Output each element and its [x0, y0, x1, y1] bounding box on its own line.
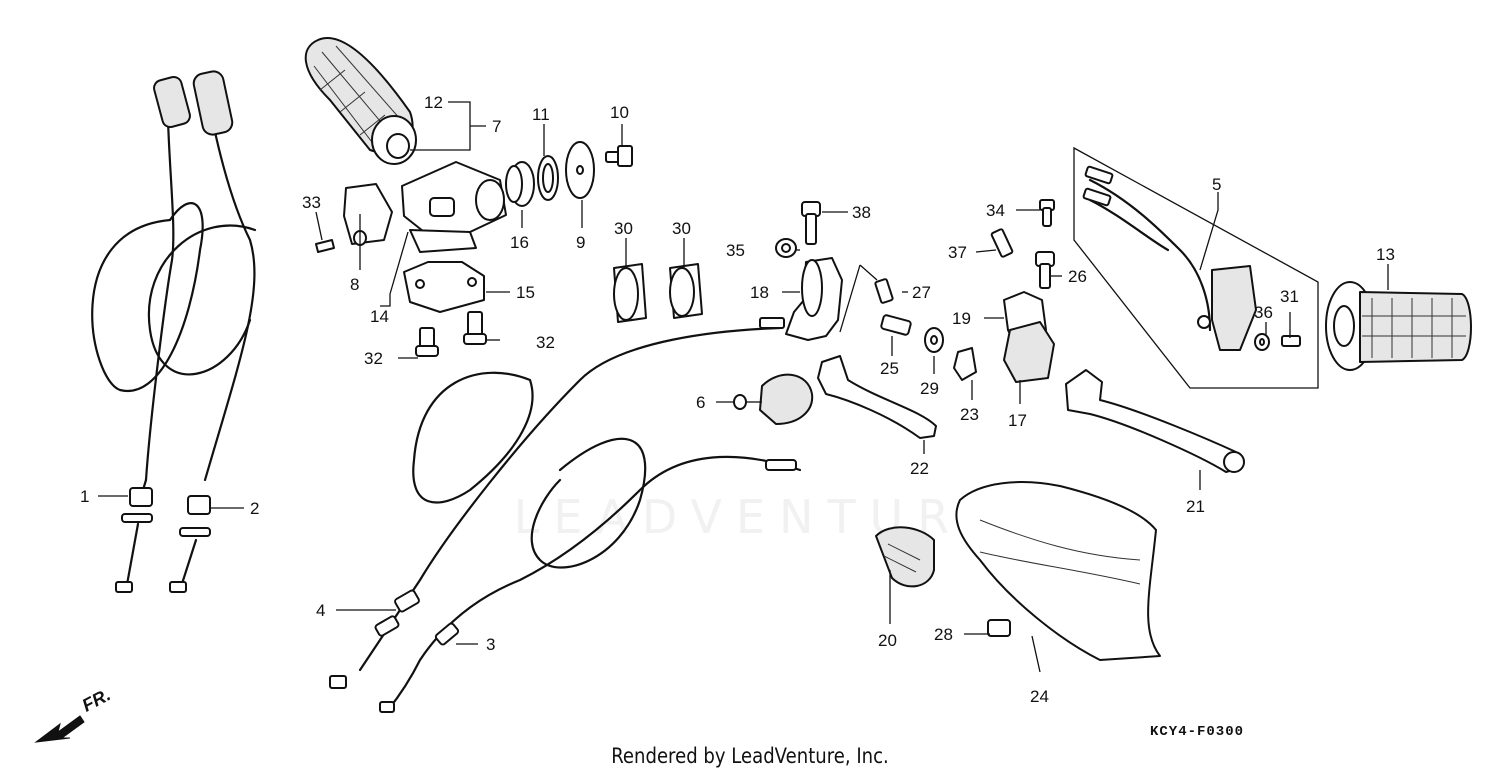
grip-13[interactable] [1325, 281, 1472, 371]
hotstart-lever-6[interactable] [733, 373, 814, 425]
bolt-38[interactable] [801, 201, 821, 245]
washer-36[interactable] [1254, 333, 1270, 351]
handguard-20[interactable] [875, 526, 935, 588]
throttle-housing-14[interactable] [401, 161, 507, 253]
callout-10: 10 [610, 103, 629, 122]
ring-11[interactable] [537, 155, 559, 201]
callout-32b: 32 [536, 333, 555, 352]
callout-30b: 30 [672, 219, 691, 238]
handguard-24[interactable] [955, 481, 1161, 661]
callout-21: 21 [1186, 497, 1205, 516]
callout-27: 27 [912, 283, 931, 302]
nut-35[interactable] [775, 238, 797, 258]
callout-7: 7 [492, 117, 501, 136]
callout-labels: 1 2 3 4 5 6 7 8 9 10 11 12 13 14 15 16 1… [80, 93, 1395, 706]
callout-6: 6 [696, 393, 705, 412]
washer-29[interactable] [924, 327, 944, 353]
housing-cover-8[interactable] [343, 183, 393, 246]
callout-24: 24 [1030, 687, 1049, 706]
cable-clamp-30b[interactable] [669, 263, 703, 319]
callout-2: 2 [250, 499, 259, 518]
callout-23: 23 [960, 405, 979, 424]
holder-lower-15[interactable] [403, 261, 485, 313]
callout-28: 28 [934, 625, 953, 644]
diagram-code: KCY4-F0300 [1150, 724, 1245, 740]
bolt-27[interactable] [874, 278, 894, 304]
callout-36: 36 [1254, 303, 1273, 322]
holder-17[interactable] [1003, 321, 1055, 383]
callout-13: 13 [1376, 245, 1395, 264]
screw-33[interactable] [315, 239, 335, 253]
callout-25: 25 [880, 359, 899, 378]
clip-23[interactable] [953, 347, 977, 381]
callout-3: 3 [486, 635, 495, 654]
callout-20: 20 [878, 631, 897, 650]
lever-bracket-18[interactable] [785, 257, 843, 341]
callout-32a: 32 [364, 349, 383, 368]
clutch-lever-22[interactable] [817, 355, 937, 439]
brake-lever-21[interactable] [1065, 369, 1245, 473]
callout-31: 31 [1280, 287, 1299, 306]
hotstart-cable-3[interactable] [379, 437, 802, 713]
callout-1: 1 [80, 487, 89, 506]
throttle-cable-1[interactable] [91, 75, 204, 593]
bolt-37[interactable] [990, 228, 1014, 258]
bolt-25[interactable] [880, 314, 912, 336]
nut-28[interactable] [987, 619, 1011, 637]
bolt-32a[interactable] [415, 327, 439, 357]
bushing-16[interactable] [505, 161, 535, 207]
callout-11: 11 [532, 105, 550, 124]
callout-8: 8 [350, 275, 359, 294]
callout-29: 29 [920, 379, 939, 398]
callout-4: 4 [316, 601, 325, 620]
leader-lines [98, 101, 1389, 673]
switch-assembly-5[interactable] [1073, 146, 1319, 389]
callout-22: 22 [910, 459, 929, 478]
bolt-10[interactable] [605, 145, 633, 167]
callout-16: 16 [510, 233, 529, 252]
callout-5: 5 [1212, 175, 1221, 194]
render-credit: Rendered by LeadVenture, Inc. [611, 744, 889, 768]
callout-35: 35 [726, 241, 745, 260]
cable-clamp-30a[interactable] [613, 263, 647, 323]
screw-31[interactable] [1281, 335, 1301, 347]
callout-33: 33 [302, 193, 321, 212]
callout-17: 17 [1008, 411, 1027, 430]
bolt-34[interactable] [1039, 199, 1055, 227]
callout-12: 12 [424, 93, 443, 112]
clutch-cable-4[interactable] [329, 317, 785, 689]
throttle-grip-12[interactable] [304, 37, 417, 165]
washer-9[interactable] [565, 141, 595, 199]
callout-34: 34 [986, 201, 1005, 220]
callout-37: 37 [948, 243, 967, 262]
callout-38: 38 [852, 203, 871, 222]
bolt-26[interactable] [1035, 251, 1055, 289]
callout-18: 18 [750, 283, 769, 302]
throttle-cable-2[interactable] [147, 70, 257, 593]
bolt-32b[interactable] [463, 311, 487, 345]
callout-14: 14 [370, 307, 389, 326]
callout-26: 26 [1068, 267, 1087, 286]
callout-15: 15 [516, 283, 535, 302]
front-direction-arrow-icon [34, 715, 85, 743]
callout-9: 9 [576, 233, 585, 252]
callout-30a: 30 [614, 219, 633, 238]
callout-19: 19 [952, 309, 971, 328]
